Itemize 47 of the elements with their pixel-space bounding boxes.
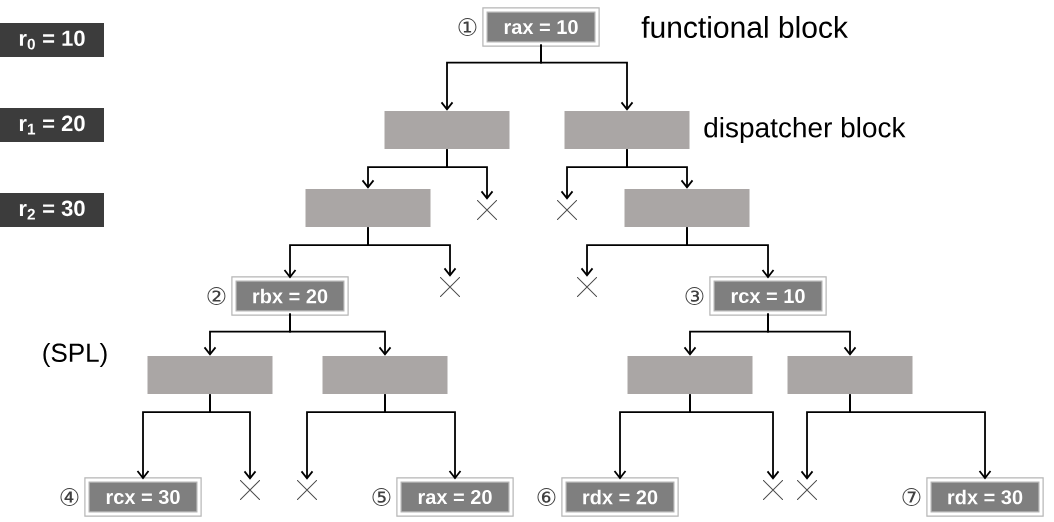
arrow [626, 148, 694, 189]
dispatcher-box [627, 356, 753, 394]
cross-mark [440, 277, 460, 297]
dispatcher-box [384, 111, 510, 149]
step-number: ① [458, 18, 477, 36]
arrow [540, 43, 634, 111]
cross-mark [297, 480, 317, 500]
arrow [689, 393, 780, 480]
cross-mark [797, 480, 817, 500]
step-number: ⑥ [537, 488, 556, 506]
functional-box: rcx = 30 [84, 477, 202, 517]
arrow [767, 312, 857, 356]
dispatcher-box [624, 189, 750, 227]
dispatcher-box [564, 111, 690, 149]
dispatcher-box [322, 356, 448, 394]
register-box: r$_{0}$ = 10 [0, 23, 104, 57]
functional-box: rbx = 20 [231, 276, 349, 316]
cross-mark [240, 480, 260, 500]
arrow [849, 393, 992, 480]
register-box: r$_{2}$ = 30 [0, 193, 104, 227]
functional-box: rdx = 20 [561, 477, 679, 517]
step-number: ④ [60, 488, 79, 506]
dispatcher-box [305, 189, 431, 227]
arrow [446, 148, 494, 200]
arrow [686, 226, 775, 279]
register-box: r$_{1}$ = 20 [0, 108, 104, 142]
cross-mark [477, 200, 497, 220]
cross-mark [557, 200, 577, 220]
functional-box: rax = 20 [396, 477, 514, 517]
cross-mark [763, 480, 783, 500]
annotation-text: functional block [641, 16, 848, 38]
arrow [384, 393, 462, 480]
arrow [289, 312, 392, 356]
functional-box: rax = 10 [482, 7, 600, 47]
dispatcher-box [147, 356, 273, 394]
step-number: ② [207, 287, 226, 305]
step-number: ⑤ [372, 488, 391, 506]
step-number: ③ [685, 287, 704, 305]
annotation-text: dispatcher block [704, 116, 906, 144]
functional-box: rcx = 10 [709, 276, 827, 316]
annotation-text: (SPL) [43, 342, 107, 368]
dispatcher-box [787, 356, 913, 394]
arrow [209, 393, 257, 480]
step-number: ⑦ [902, 488, 921, 506]
functional-box: rdx = 30 [926, 477, 1044, 517]
cross-mark [577, 277, 597, 297]
arrow [367, 226, 457, 277]
